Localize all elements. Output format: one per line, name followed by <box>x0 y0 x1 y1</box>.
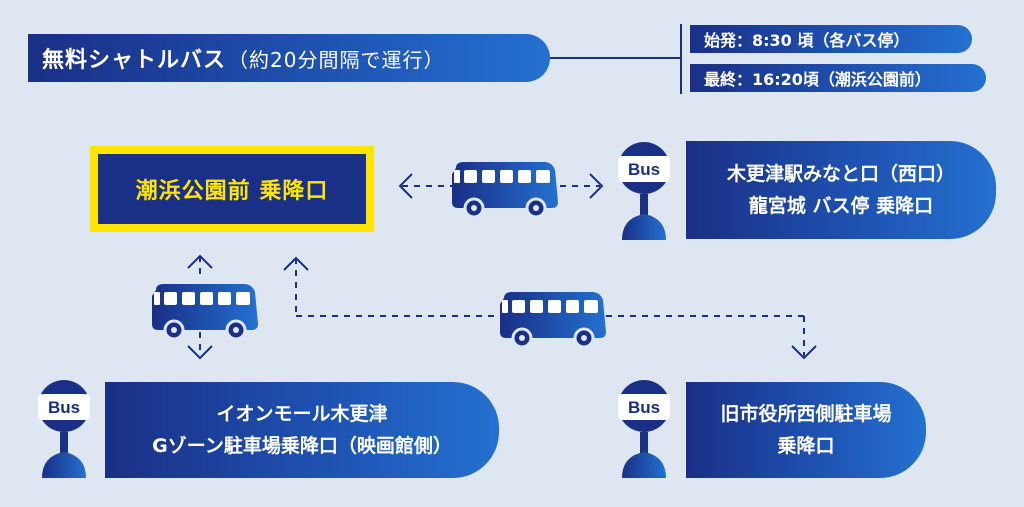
bus-icon <box>450 160 560 219</box>
arrow-down-icon <box>187 345 213 360</box>
route-main-to-city <box>283 256 817 360</box>
stop-city-line2: 乗降口 <box>777 435 835 457</box>
arrow-down-icon <box>791 345 817 360</box>
connector-line <box>550 57 680 59</box>
main-stop-box: 潮浜公園前 乗降口 <box>90 146 374 232</box>
stop-old-city-hall: 旧市役所西側駐車場 乗降口 <box>686 382 926 478</box>
bus-sign-label: Bus <box>628 160 660 179</box>
bus-sign-label: Bus <box>628 398 660 417</box>
bus-stop-sign-icon: Bus <box>38 380 90 478</box>
arrow-left-icon <box>398 173 413 199</box>
first-bus-time: 始発：8:30 頃（各バス停） <box>690 25 972 53</box>
shuttle-title-text: 無料シャトルバス <box>42 48 227 73</box>
stop-aeon-line2: Gゾーン駐車場乗降口（映画館側） <box>152 435 452 457</box>
stop-aeon-mall: イオンモール木更津 Gゾーン駐車場乗降口（映画館側） <box>105 382 499 478</box>
last-bus-text: 最終：16:20頃（潮浜公園前） <box>704 70 931 89</box>
last-bus-time: 最終：16:20頃（潮浜公園前） <box>690 64 986 92</box>
bus-sign-label: Bus <box>48 398 80 417</box>
stop-kisarazu-station: 木更津駅みなと口（西口） 龍宮城 バス停 乗降口 <box>686 141 996 239</box>
arrow-up-icon <box>187 254 213 269</box>
stop-kisarazu-line2: 龍宮城 バス停 乗降口 <box>748 195 934 217</box>
route-main-to-aeon <box>187 254 213 360</box>
connector-bracket <box>680 24 682 94</box>
stop-kisarazu-line1: 木更津駅みなと口（西口） <box>726 163 955 185</box>
arrow-up-icon <box>283 256 309 271</box>
bus-icon <box>498 290 608 349</box>
first-bus-text: 始発：8:30 頃（各バス停） <box>704 31 910 50</box>
bus-icon <box>150 282 260 341</box>
bus-stop-sign-icon: Bus <box>618 380 670 478</box>
arrow-right-icon <box>589 173 604 199</box>
shuttle-interval-text: （約20分間隔で運行） <box>228 47 445 72</box>
stop-aeon-line1: イオンモール木更津 <box>216 403 388 425</box>
route-main-to-kisarazu <box>398 173 604 199</box>
stop-city-line1: 旧市役所西側駐車場 <box>720 403 892 425</box>
shuttle-title: 無料シャトルバス （約20分間隔で運行） <box>28 34 550 82</box>
main-stop-label: 潮浜公園前 乗降口 <box>98 154 366 224</box>
bus-stop-sign-icon: Bus <box>618 142 670 240</box>
